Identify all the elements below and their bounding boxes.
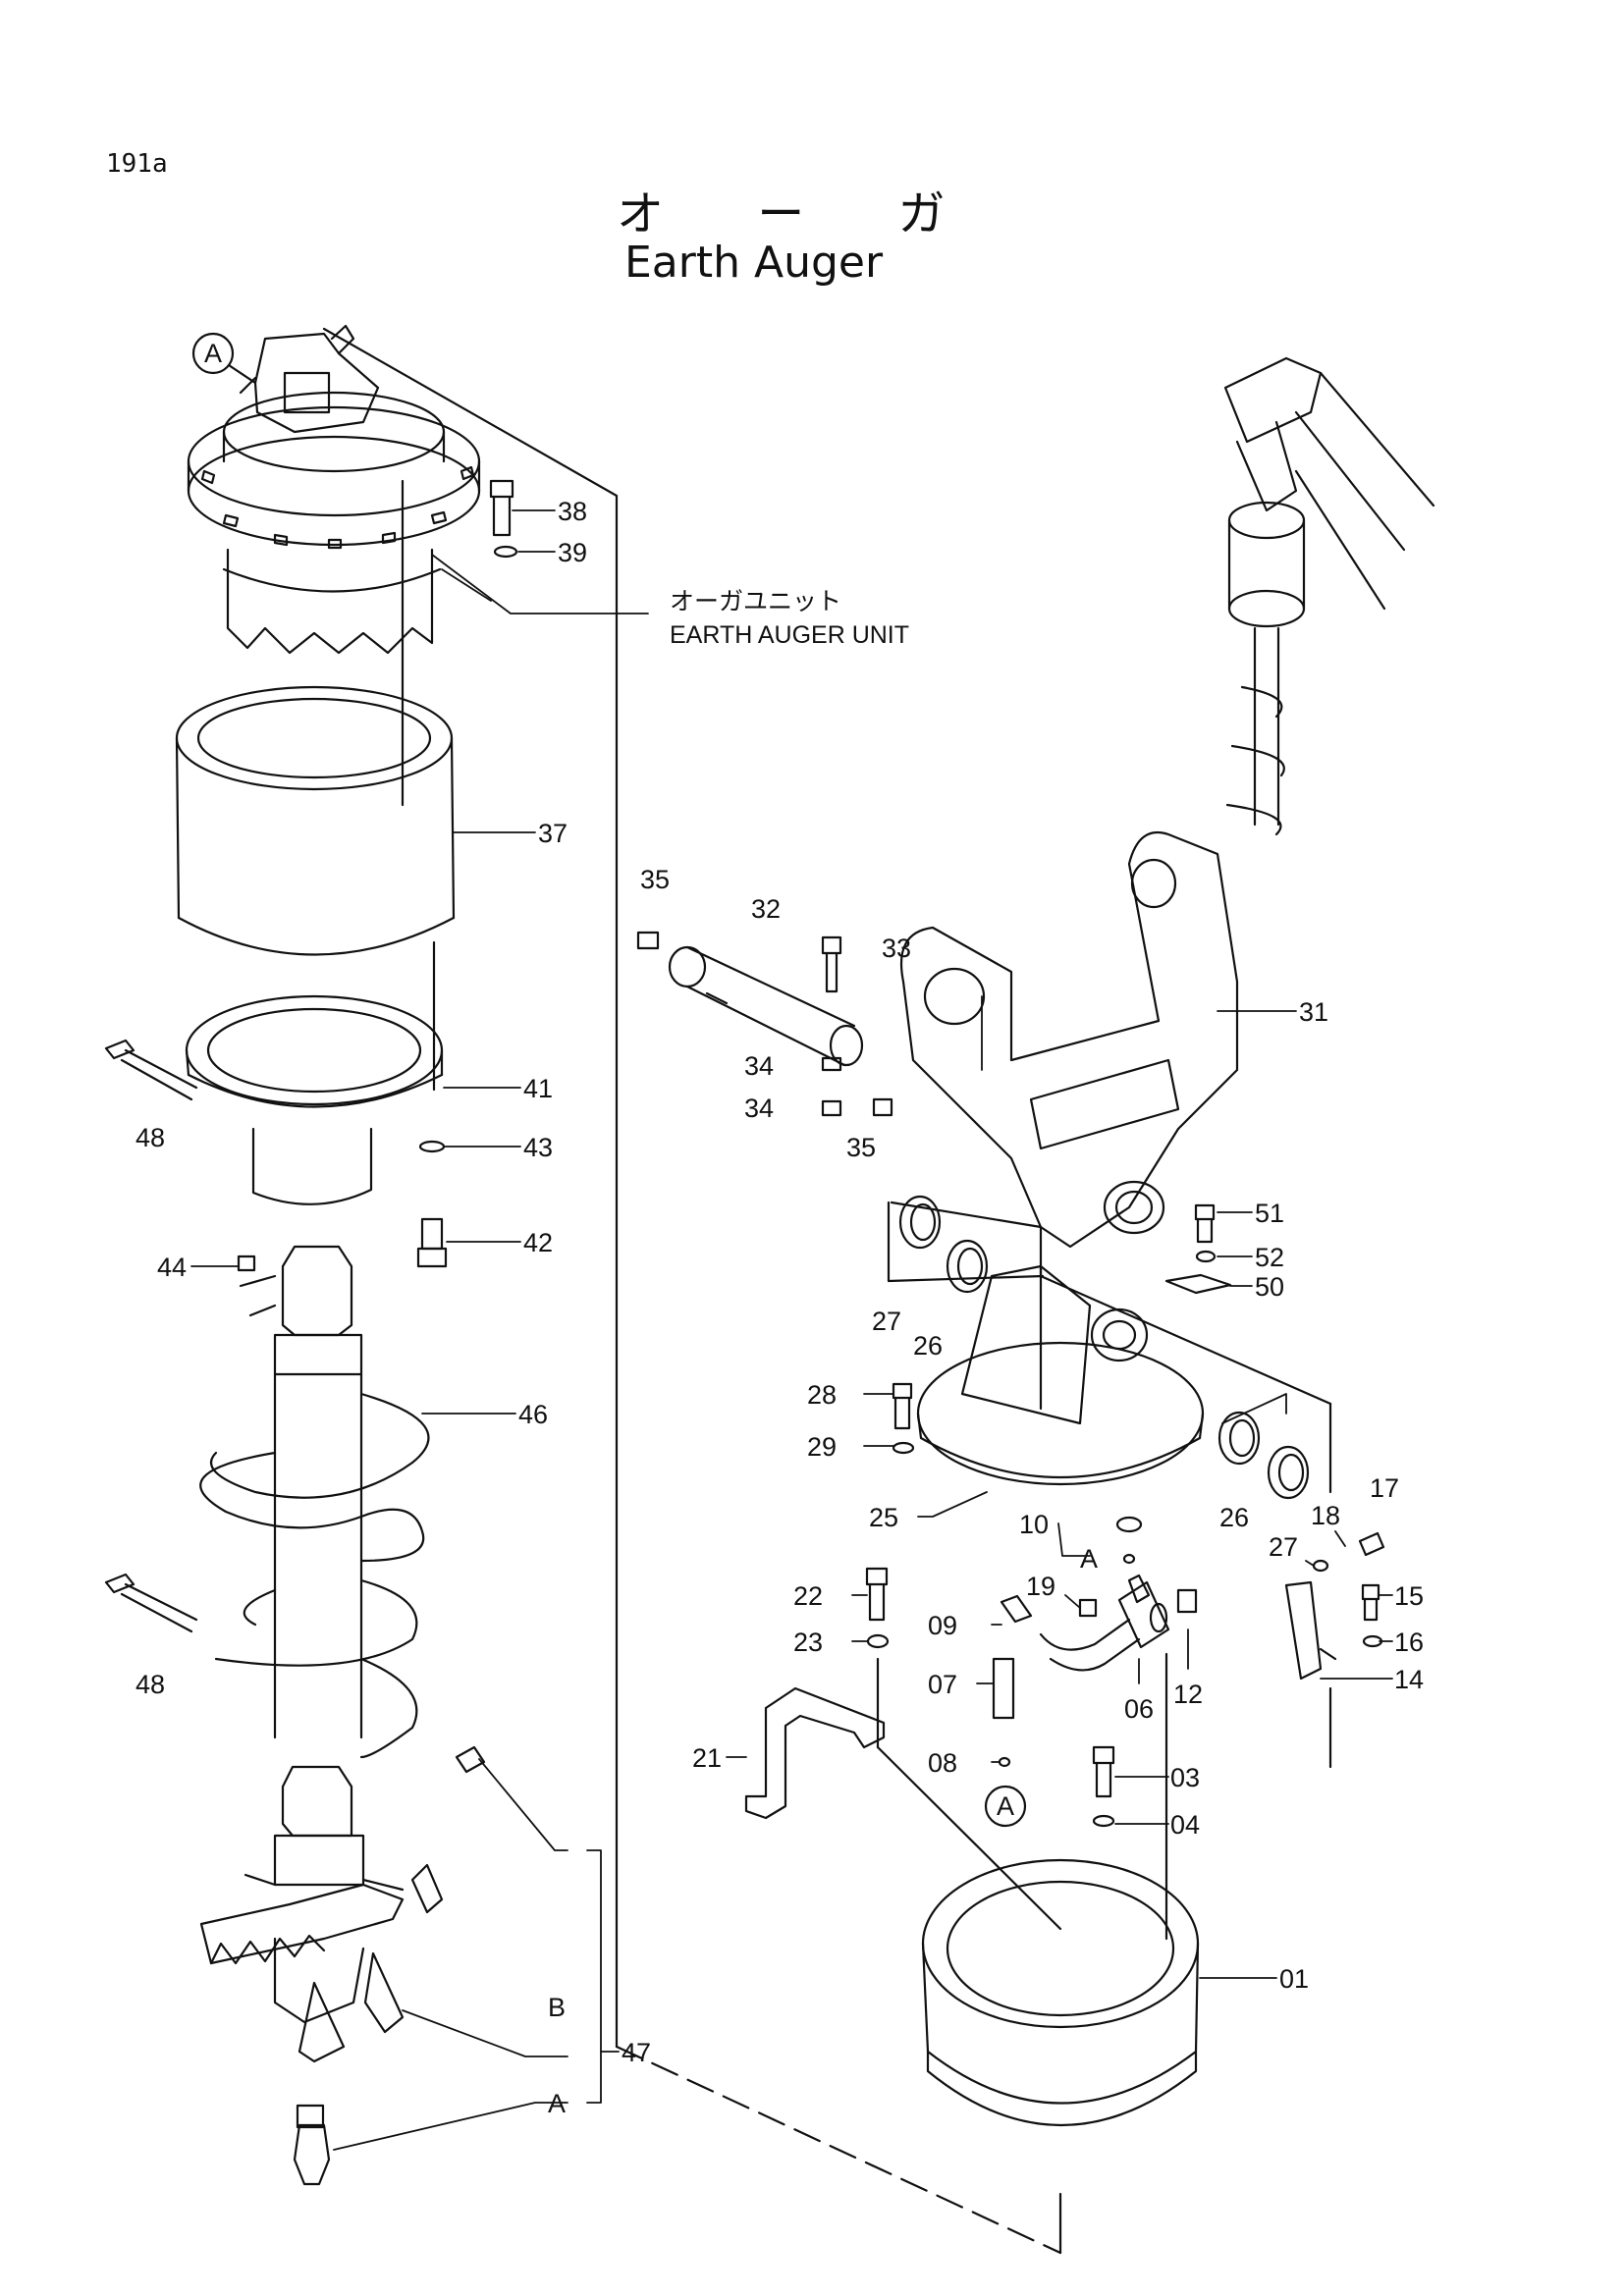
title-english: Earth Auger (624, 238, 884, 288)
label-34-upper: 34 (744, 1051, 774, 1081)
leader-lines (190, 509, 1393, 2151)
label-43: 43 (523, 1133, 553, 1162)
label-52: 52 (1255, 1243, 1284, 1272)
label-50: 50 (1255, 1272, 1284, 1302)
label-38: 38 (558, 497, 587, 526)
label-22: 22 (793, 1581, 823, 1611)
label-35-lower: 35 (846, 1133, 876, 1162)
label-39: 39 (558, 538, 587, 567)
part-37-cylinder (175, 685, 456, 956)
label-27-right: 27 (1269, 1532, 1298, 1562)
part-number-labels: 38 39 37 41 43 42 44 46 48 48 47 B A 35 … (135, 497, 1424, 2118)
label-48-upper: 48 (135, 1123, 165, 1152)
label-b: B (548, 1993, 566, 2022)
label-17: 17 (1370, 1473, 1399, 1503)
circle-ref-a-bottom: A (997, 1791, 1014, 1821)
part-31-bracket (899, 830, 1239, 1249)
label-33: 33 (882, 934, 911, 963)
assembly-frame (322, 327, 1332, 2255)
label-16: 16 (1394, 1628, 1424, 1657)
label-04: 04 (1170, 1810, 1200, 1840)
unit-label-japanese: オーガユニット (670, 588, 842, 615)
label-01: 01 (1279, 1964, 1309, 1994)
label-27-left: 27 (872, 1307, 901, 1336)
label-48-lower: 48 (135, 1670, 165, 1699)
circle-reference-markers (191, 332, 1027, 1828)
part-46-auger-screw (199, 1245, 430, 1759)
bolts-left (104, 479, 518, 1774)
label-18: 18 (1311, 1501, 1340, 1530)
unit-label-english: EARTH AUGER UNIT (670, 621, 910, 649)
label-07: 07 (928, 1670, 957, 1699)
label-35-upper: 35 (640, 865, 670, 894)
machine-overview-sketch (1223, 356, 1435, 836)
label-26-left: 26 (913, 1331, 943, 1361)
label-25: 25 (869, 1503, 898, 1532)
bolts-and-bracket-21 (744, 1567, 1115, 1931)
label-34-lower: 34 (744, 1094, 774, 1123)
label-51: 51 (1255, 1199, 1284, 1228)
label-42: 42 (523, 1228, 553, 1257)
label-10: 10 (1019, 1510, 1049, 1539)
label-08: 08 (928, 1748, 957, 1778)
label-32: 32 (751, 894, 781, 924)
label-47: 47 (622, 2038, 651, 2067)
label-03: 03 (1170, 1763, 1200, 1792)
label-46: 46 (518, 1400, 548, 1429)
title-japanese: オ ー ガ (617, 187, 985, 241)
label-12: 12 (1173, 1680, 1203, 1709)
label-44: 44 (157, 1253, 187, 1282)
label-29: 29 (807, 1432, 837, 1462)
part-32-pin (636, 931, 893, 1117)
label-23: 23 (793, 1628, 823, 1657)
label-28: 28 (807, 1380, 837, 1410)
part-01-ring (921, 1652, 1332, 2126)
label-21: 21 (692, 1743, 722, 1773)
label-a: A (548, 2089, 566, 2118)
label-19: 19 (1026, 1572, 1055, 1601)
label-41: 41 (523, 1074, 553, 1103)
label-09: 09 (928, 1611, 957, 1640)
part-41-flange (185, 940, 444, 1205)
part-25-base-plate (892, 1195, 1310, 1500)
earth-auger-unit-drawing (187, 324, 481, 807)
label-a-10: A (1080, 1544, 1098, 1574)
label-14: 14 (1394, 1665, 1424, 1694)
label-15: 15 (1394, 1581, 1424, 1611)
label-26-right: 26 (1219, 1503, 1249, 1532)
circle-ref-a-top: A (204, 339, 222, 368)
page-number: 191a (106, 149, 168, 179)
label-31: 31 (1299, 997, 1328, 1027)
label-37: 37 (538, 819, 568, 848)
label-06: 06 (1124, 1694, 1154, 1724)
part-47-auger-head (199, 1765, 444, 2186)
